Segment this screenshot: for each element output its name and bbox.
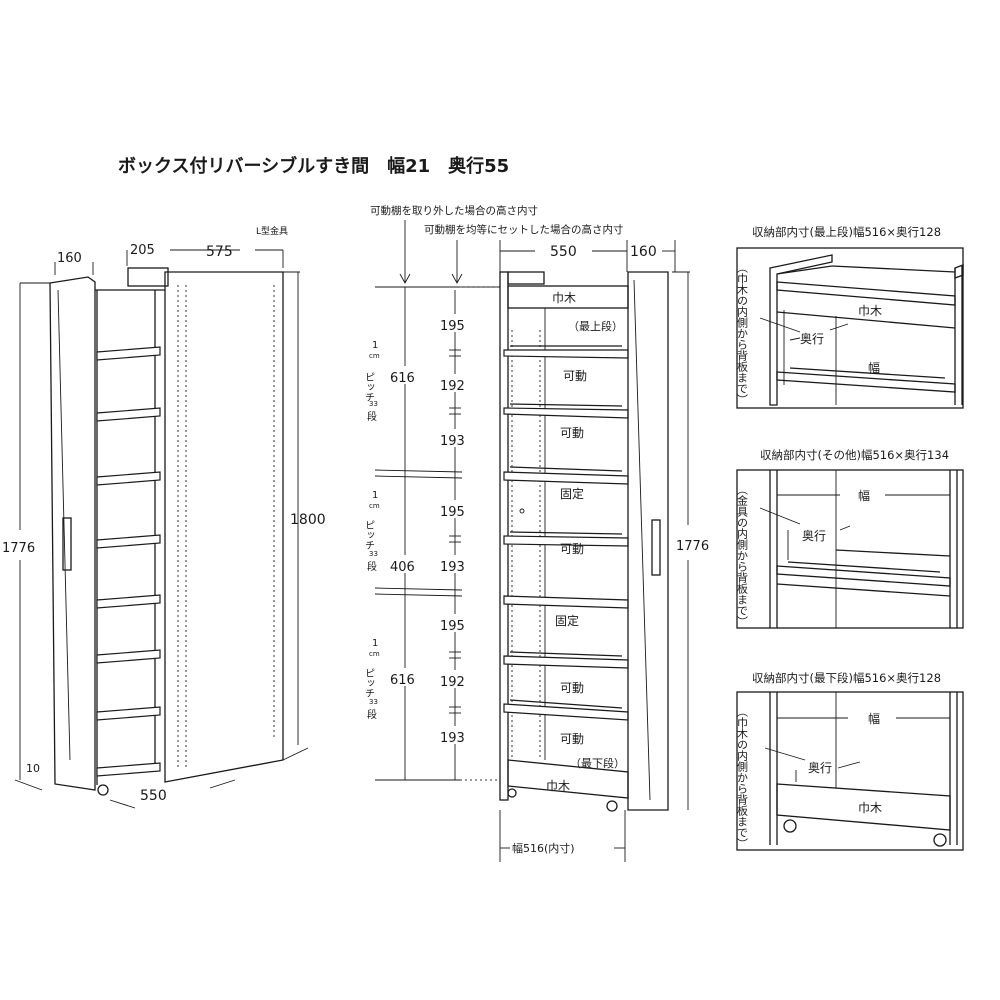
shelf-type: 可動 [560,732,584,746]
detail-width: 幅 [868,360,880,375]
svg-text:cm: cm [369,650,380,658]
front-view: 可動棚を取り外した場合の高さ内寸 可動棚を均等にセットした場合の高さ内寸 195… [363,204,709,862]
section-height: 195 [440,619,465,634]
section-height: 193 [440,434,465,449]
svg-text:1: 1 [372,490,378,501]
dim-height-total: 1800 [290,512,326,528]
section-height: 195 [440,505,465,520]
detail-depth: 奥行 [808,761,832,775]
section-height: 192 [440,675,465,690]
svg-text:cm: cm [369,352,380,360]
group-height: 406 [390,560,415,575]
section-height: 193 [440,731,465,746]
left-isometric-view: 160 205 575 L型金具 1776 1800 10 550 [2,225,326,809]
svg-text:ピッチ: ピッチ [363,668,374,698]
label-bottom-tier: （最下段） [570,756,625,770]
left-shelves [96,346,161,777]
side-panel [49,276,96,791]
front-side-panel [627,271,669,811]
detail-depth: 奥行 [802,529,826,543]
detail-depth: 奥行 [800,332,824,346]
caster [97,784,109,796]
shelf-type: 固定 [555,613,579,628]
shelf-type: 可動 [560,542,584,556]
detail-title: 収納部内寸(その他)幅516×奥行134 [760,448,949,462]
shelf-type: 可動 [560,681,584,695]
pitch-label: 1 cm ピッチ 33 段 [363,490,380,573]
dim-height-outer: 1776 [2,541,35,556]
section-height: 193 [440,560,465,575]
door-handle [651,519,661,576]
front-shelves [503,345,629,721]
detail-kickboard: 巾木 [858,304,882,318]
svg-text:33: 33 [369,698,378,706]
label-kickboard-top: 巾木 [552,291,576,305]
page-title: ボックス付リバーシブルすき間 幅21 奥行55 [118,155,509,177]
svg-text:段: 段 [367,410,377,423]
detail-kickboard: 巾木 [858,801,882,815]
dim-width: 550 [550,244,577,260]
svg-text:33: 33 [369,550,378,558]
group-height: 616 [390,673,415,688]
svg-text:cm: cm [369,502,380,510]
dim-front: 575 [206,244,233,260]
section-height: 195 [440,319,465,334]
svg-text:1: 1 [372,638,378,649]
note-equal-shelves: 可動棚を均等にセットした場合の高さ内寸 [424,223,624,236]
group-height: 616 [390,371,415,386]
svg-text:段: 段 [367,708,377,721]
bracket-label: L型金具 [256,225,288,237]
pitch-label: 1 cm ピッチ 33 段 [363,340,380,423]
svg-text:段: 段 [367,560,377,573]
detail-title: 収納部内寸(最下段)幅516×奥行128 [752,671,941,685]
shelf-type: 可動 [563,369,587,383]
detail-side-note: （金具の内側から背板まで） [736,484,749,627]
pitch-label: 1 cm ピッチ 33 段 [363,638,380,721]
svg-text:33: 33 [369,400,378,408]
door-handle [62,517,72,571]
dim-height: 1776 [676,539,709,554]
shelf-type: 可動 [560,426,584,440]
detail-panel-top: 収納部内寸(最上段)幅516×奥行128 （巾木の内側から背板まで） 巾木 奥行… [736,225,964,409]
detail-title: 収納部内寸(最上段)幅516×奥行128 [752,225,941,239]
svg-text:1: 1 [372,340,378,351]
label-kickboard-bottom: 巾木 [546,779,570,793]
shelf-type: 固定 [560,486,584,501]
detail-panel-other: 収納部内寸(その他)幅516×奥行134 （金具の内側から背板まで） 幅 奥行 [736,448,964,629]
detail-width: 幅 [868,711,880,726]
section-ticks [449,349,461,714]
section-height: 192 [440,379,465,394]
dim-side: 160 [630,244,657,260]
svg-text:ピッチ: ピッチ [363,372,374,402]
dim-side-width: 160 [57,251,82,266]
label-top-tier: （最上段） [568,319,623,333]
svg-text:ピッチ: ピッチ [363,520,374,550]
detail-side-note: （巾木の内側から背板まで） [736,262,749,405]
dim-depth: 550 [140,788,167,804]
dim-box: 205 [130,243,155,258]
back-panel [164,271,284,783]
note-removed-shelves: 可動棚を取り外した場合の高さ内寸 [370,204,538,217]
detail-panel-bottom: 収納部内寸(最下段)幅516×奥行128 （巾木の内側から背板まで） 幅 奥行 … [736,671,964,851]
dim-bottom-gap: 10 [26,762,40,775]
detail-width: 幅 [858,488,870,503]
dim-inner-width: 幅516(内寸) [512,841,575,855]
detail-side-note: （巾木の内側から背板まで） [736,706,749,849]
